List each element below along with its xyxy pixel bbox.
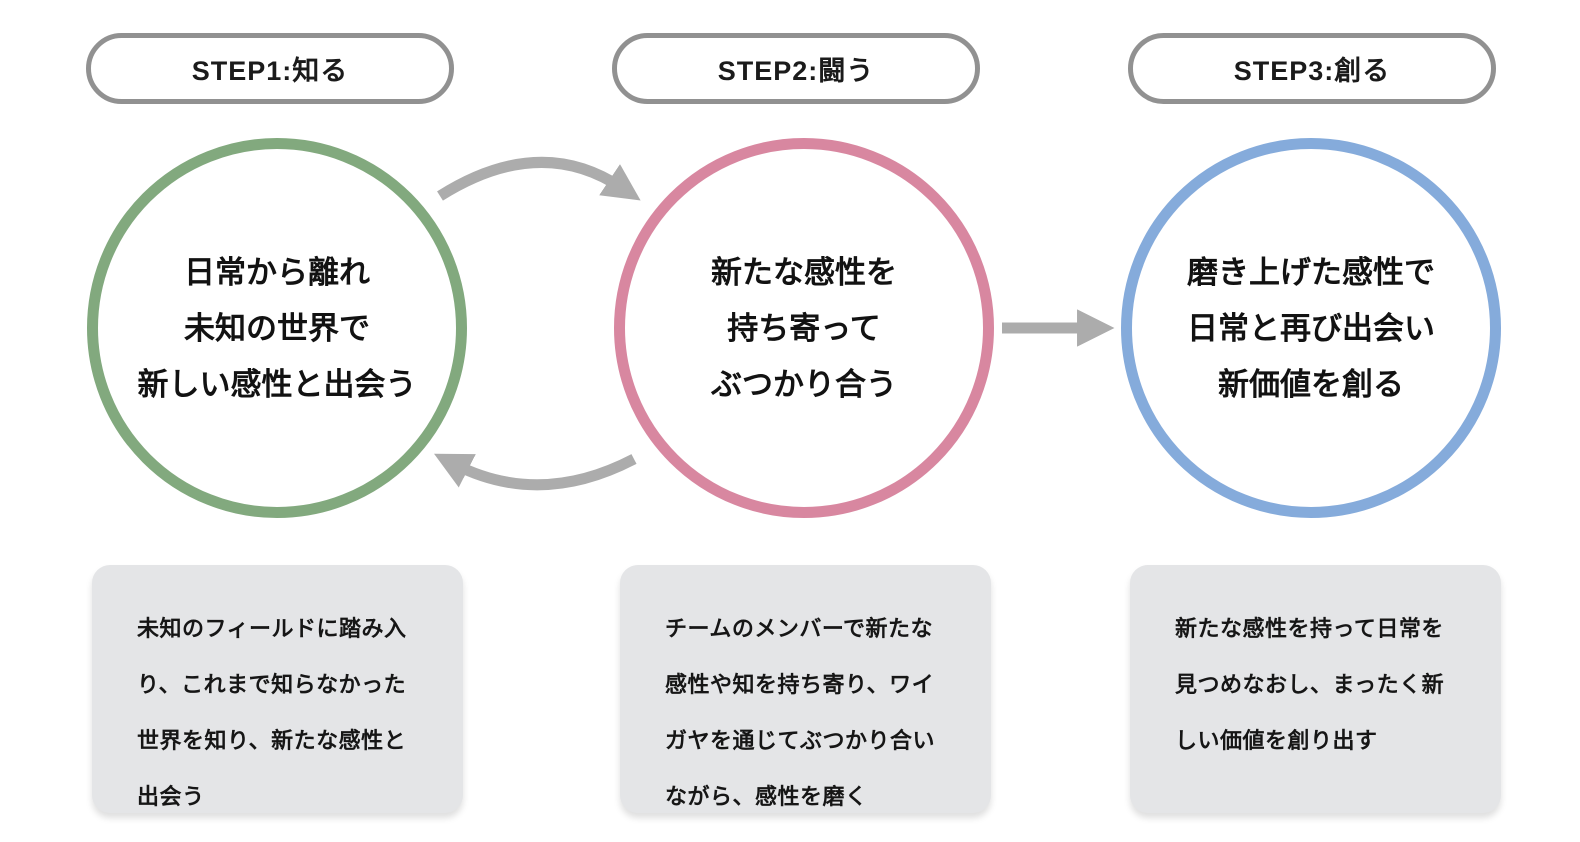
step1-circle-line1: 日常から離れ <box>184 254 370 290</box>
loop-arrow-forward-icon <box>437 156 641 201</box>
step3-circle-line1: 磨き上げた感性で <box>1187 254 1435 290</box>
step1-header-label: STEP1:知る <box>191 56 349 86</box>
step2-header: STEP2:闘う <box>612 33 980 104</box>
step1-header: STEP1:知る <box>86 33 454 104</box>
step3-circle-line2: 日常と再び出会い <box>1187 310 1435 346</box>
step1-circle: 日常から離れ 未知の世界で 新しい感性と出会う <box>87 138 467 518</box>
step2-circle: 新たな感性を 持ち寄って ぶつかり合う <box>614 138 994 518</box>
loop-arrow-back-icon <box>434 453 637 491</box>
step2-circle-line3: ぶつかり合う <box>711 366 897 402</box>
step3-header: STEP3:創る <box>1128 33 1496 104</box>
step1-circle-line3: 新しい感性と出会う <box>137 366 417 402</box>
step3-header-label: STEP3:創る <box>1233 56 1391 86</box>
step3-circle: 磨き上げた感性で 日常と再び出会い 新価値を創る <box>1121 138 1501 518</box>
step1-circle-line2: 未知の世界で <box>184 310 370 346</box>
step3-circle-line3: 新価値を創る <box>1218 366 1404 402</box>
step2-circle-line2: 持ち寄って <box>727 310 881 346</box>
step1-description-box: 未知のフィールドに踏み入り、これまで知らなかった世界を知り、新たな感性と出会う <box>92 565 463 813</box>
step3-description-box: 新たな感性を持って日常を見つめなおし、まったく新しい価値を創り出す <box>1130 565 1501 813</box>
step1-description-text: 未知のフィールドに踏み入り、これまで知らなかった世界を知り、新たな感性と出会う <box>137 616 407 809</box>
step2-header-label: STEP2:闘う <box>717 56 875 86</box>
step2-description-text: チームのメンバーで新たな感性や知を持ち寄り、ワイガヤを通じてぶつかり合いながら、… <box>665 616 936 809</box>
step2-description-box: チームのメンバーで新たな感性や知を持ち寄り、ワイガヤを通じてぶつかり合いながら、… <box>620 565 991 813</box>
step3-description-text: 新たな感性を持って日常を見つめなおし、まったく新しい価値を創り出す <box>1175 616 1445 753</box>
step2-circle-line1: 新たな感性を <box>711 254 897 290</box>
